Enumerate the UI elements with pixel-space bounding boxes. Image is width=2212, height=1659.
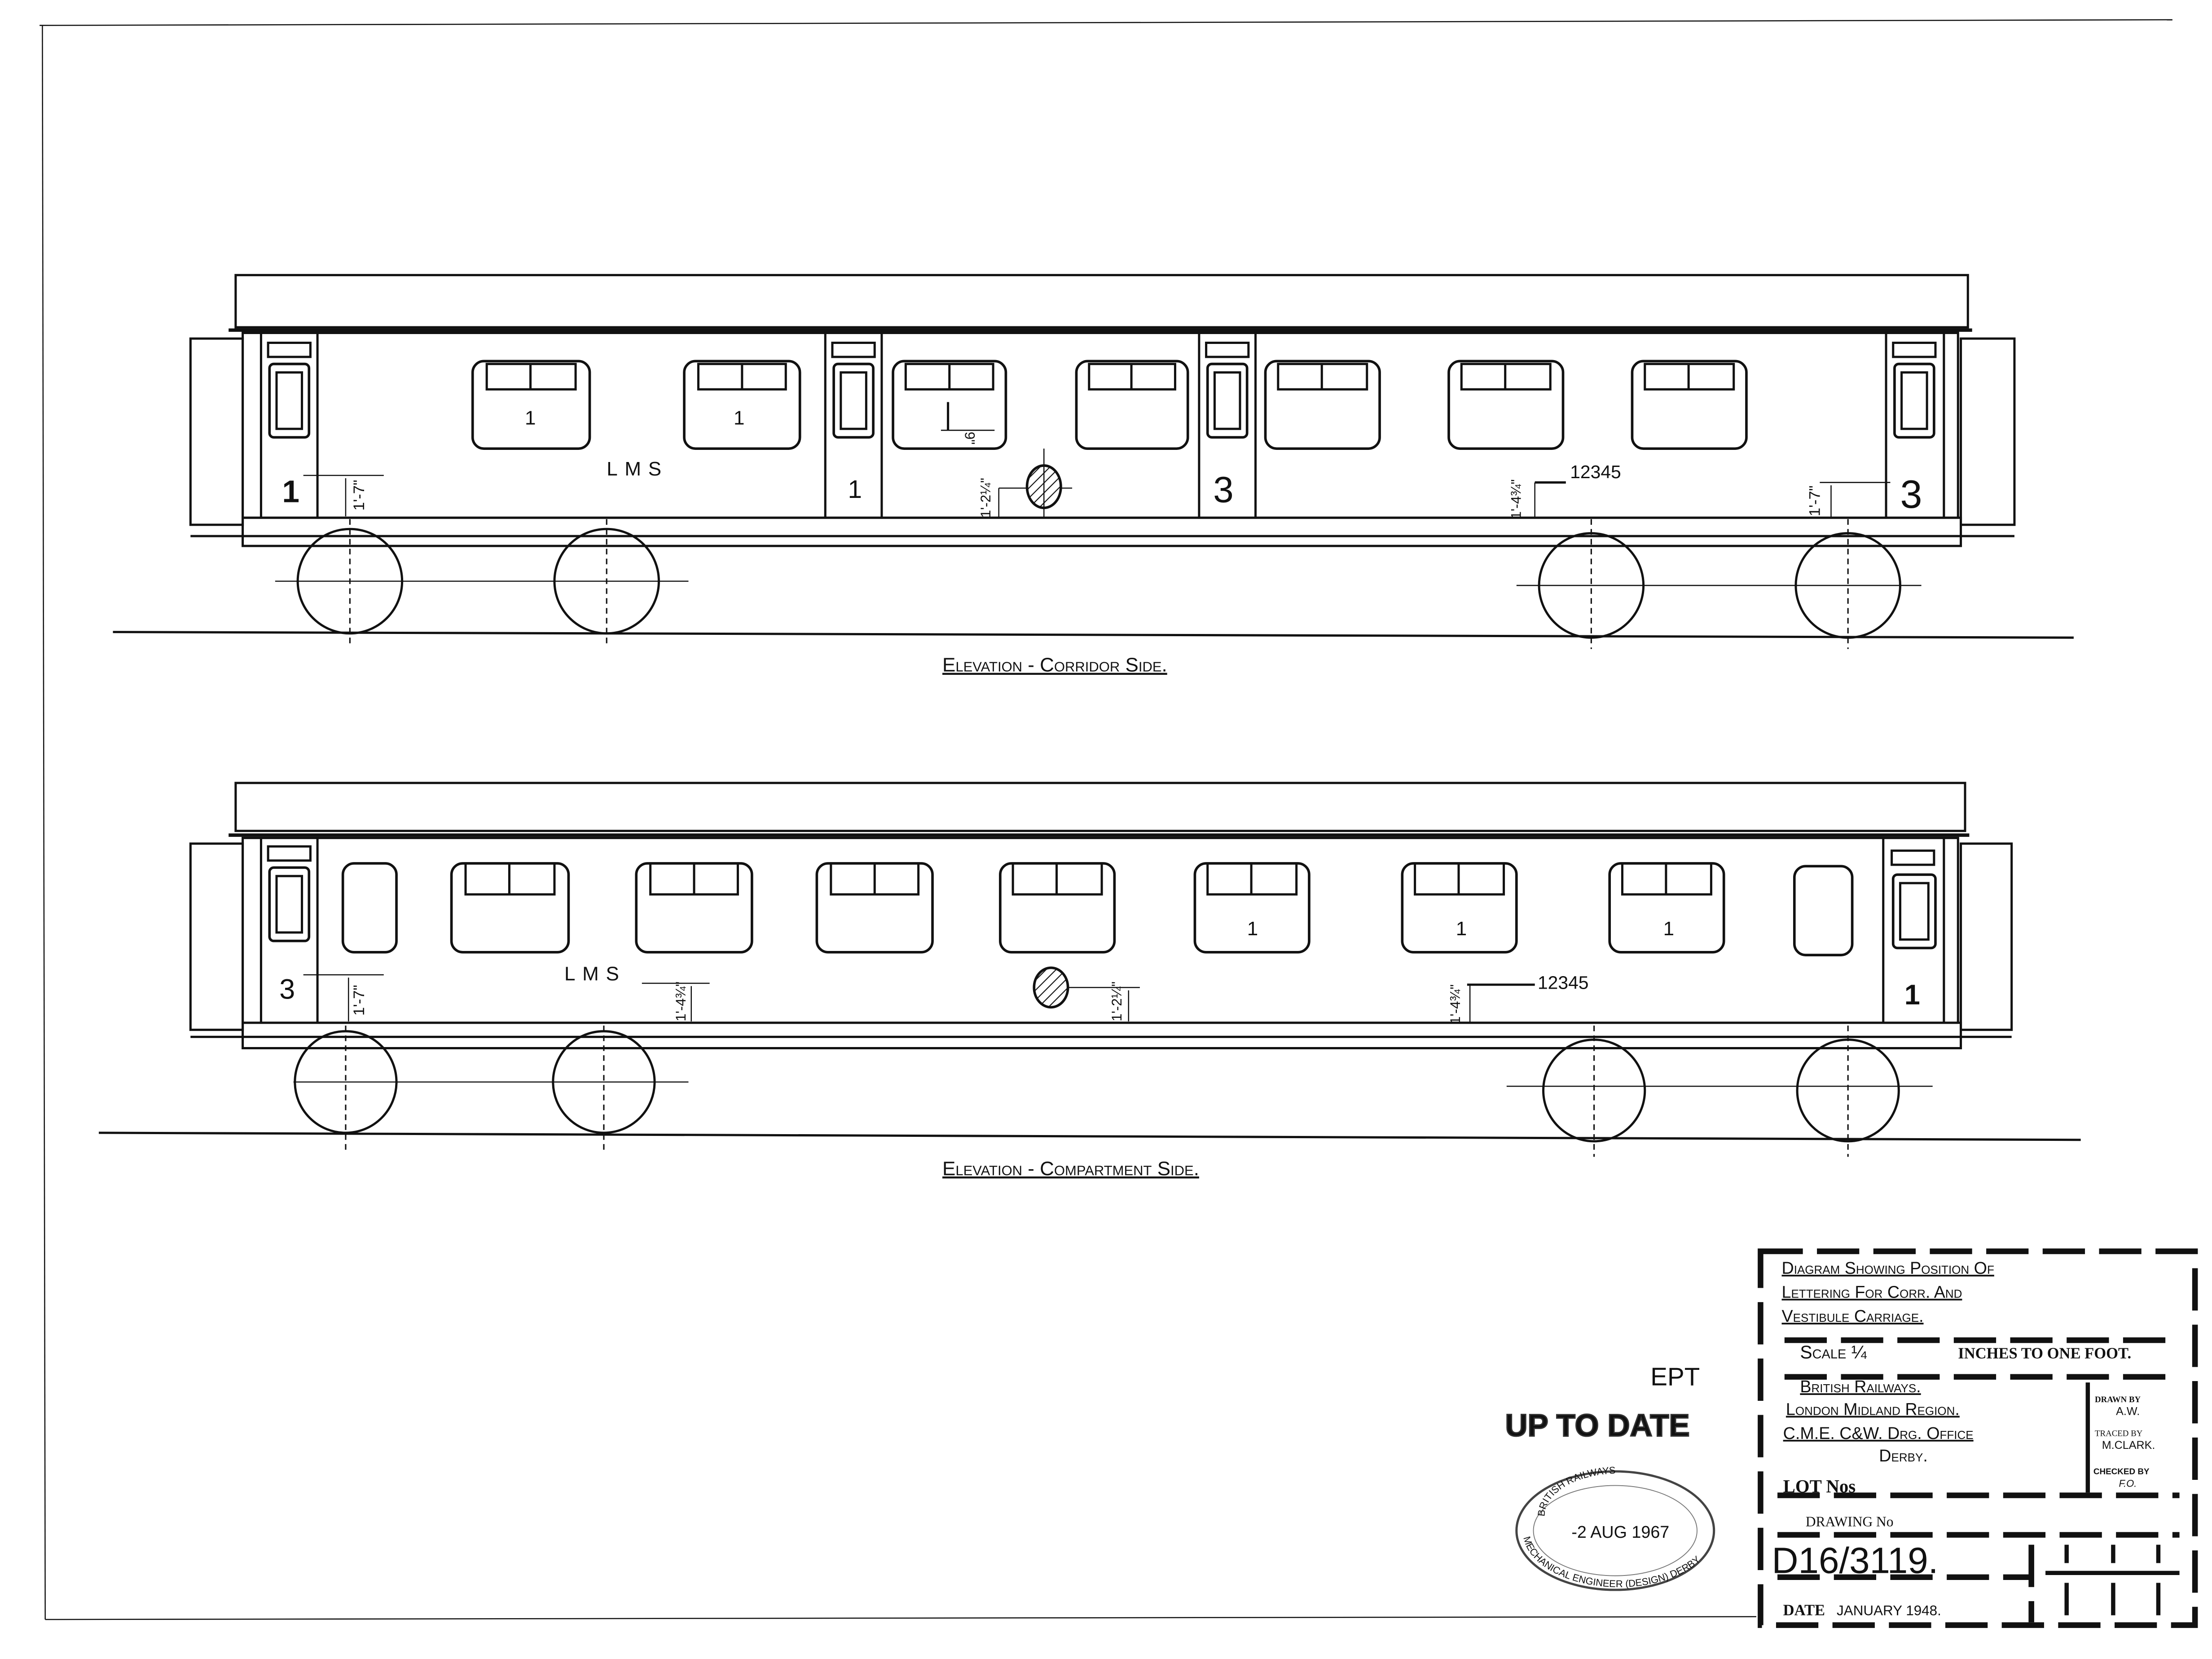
buffer-end-right <box>1960 842 2013 1031</box>
organisation-line: C.M.E. C&W. Drg. Office <box>1783 1424 1974 1443</box>
doors <box>259 838 1945 1023</box>
class-label: 1 <box>734 407 744 429</box>
doors <box>259 333 1945 518</box>
class-label: 1 <box>1904 979 1920 1011</box>
partial-stamp-text: EPT <box>1650 1362 1700 1391</box>
drawing-number-label: DRAWING No <box>1806 1514 1893 1530</box>
class-label: 3 <box>1213 470 1233 510</box>
checked-by-label: CHECKED BY <box>2093 1466 2150 1476</box>
drawn-by-label: DRAWN BY <box>2095 1395 2141 1404</box>
windows <box>341 862 1854 956</box>
corridor-side-elevation: 1 1 1 1 3 3 LMS 12345 1'-7" 9" 1'-2¼" 1'… <box>113 274 2074 676</box>
destination-board-bracket <box>1025 449 1062 518</box>
class-label: 1 <box>1247 918 1258 940</box>
elevation-caption: Elevation - Corridor Side. <box>942 654 1167 676</box>
organisation-line: London Midland Region. <box>1786 1399 1960 1418</box>
compartment-side-elevation: 3 1 1 1 1 LMS 12345 1'-7" 1'-4¾" 1'-2¼" … <box>99 782 2081 1179</box>
class-label: 1 <box>1456 918 1467 940</box>
drawn-by: A.W. <box>2116 1405 2140 1417</box>
sheet-border-left <box>42 25 46 1620</box>
sheet-border-bottom <box>45 1616 1756 1620</box>
traced-by-label: TRACED BY <box>2095 1429 2143 1439</box>
coach-number: 12345 <box>1538 973 1589 993</box>
sheet-border-top <box>40 19 2172 26</box>
dimension-label: 1'-4¾" <box>1508 480 1524 519</box>
class-label: 3 <box>1900 472 1922 516</box>
drawing-title-line: Diagram Showing Position Of <box>1782 1259 1994 1277</box>
checked-by: F.O. <box>2119 1478 2137 1489</box>
drawing-title-line: Lettering For Corr. And <box>1782 1283 1962 1302</box>
company-lettering: LMS <box>564 963 626 985</box>
elevation-caption: Elevation - Compartment Side. <box>942 1157 1199 1179</box>
class-label: 1 <box>282 474 299 509</box>
up-to-date-stamp: UP TO DATE <box>1505 1408 1690 1443</box>
stamp-date: -2 AUG 1967 <box>1571 1523 1669 1541</box>
dimension-label: 1'-2¼" <box>978 478 994 518</box>
class-label: 3 <box>279 974 295 1005</box>
roof <box>234 782 1966 832</box>
class-label: 1 <box>525 407 536 429</box>
drawing-title-line: Vestibule Carriage. <box>1782 1307 1924 1325</box>
bogie-wheels <box>293 1025 1933 1157</box>
rail-level <box>99 1131 2081 1141</box>
underframe <box>242 516 1962 547</box>
drawing-number: D16/3119. <box>1772 1540 1939 1581</box>
dimension-label: 1'-4¾" <box>673 981 689 1021</box>
scale-label: Scale ¼ <box>1800 1342 1867 1363</box>
dimension-label: 1'-7" <box>1806 485 1823 516</box>
title-block: Diagram Showing Position Of Lettering Fo… <box>1758 1248 2198 1628</box>
date-label: DATE <box>1783 1602 1825 1619</box>
class-label: 1 <box>1663 918 1674 940</box>
scale-units: INCHES TO ONE FOOT. <box>1958 1345 2131 1362</box>
traced-by: M.CLARK. <box>2102 1439 2155 1452</box>
organisation-line: Derby. <box>1879 1446 1928 1465</box>
dimension-label: 1'-4¾" <box>1447 984 1463 1024</box>
rail-level <box>113 631 2074 639</box>
buffer-end-left <box>189 337 244 526</box>
coach-number: 12345 <box>1570 462 1621 482</box>
class-label: 1 <box>848 475 862 503</box>
destination-board-bracket <box>1033 966 1069 1009</box>
lot-numbers-label: LOT Nos <box>1783 1476 1856 1496</box>
dimension-label: 1'-7" <box>351 480 368 511</box>
drawing-date: JANUARY 1948. <box>1837 1603 1941 1619</box>
dimension-label: 1'-2¼" <box>1109 981 1125 1021</box>
date-stamp-oval <box>1515 1470 1715 1591</box>
company-lettering: LMS <box>607 458 668 480</box>
dimension-label: 1'-7" <box>351 985 368 1016</box>
buffer-end-right <box>1960 337 2016 526</box>
buffer-end-left <box>189 842 244 1031</box>
dimension-label: 9" <box>962 431 977 444</box>
organisation-line: British Railways. <box>1800 1377 1921 1396</box>
windows <box>471 360 1748 450</box>
roof <box>234 274 1969 329</box>
underframe <box>242 1021 1962 1050</box>
revision-grid <box>2045 1545 2180 1615</box>
